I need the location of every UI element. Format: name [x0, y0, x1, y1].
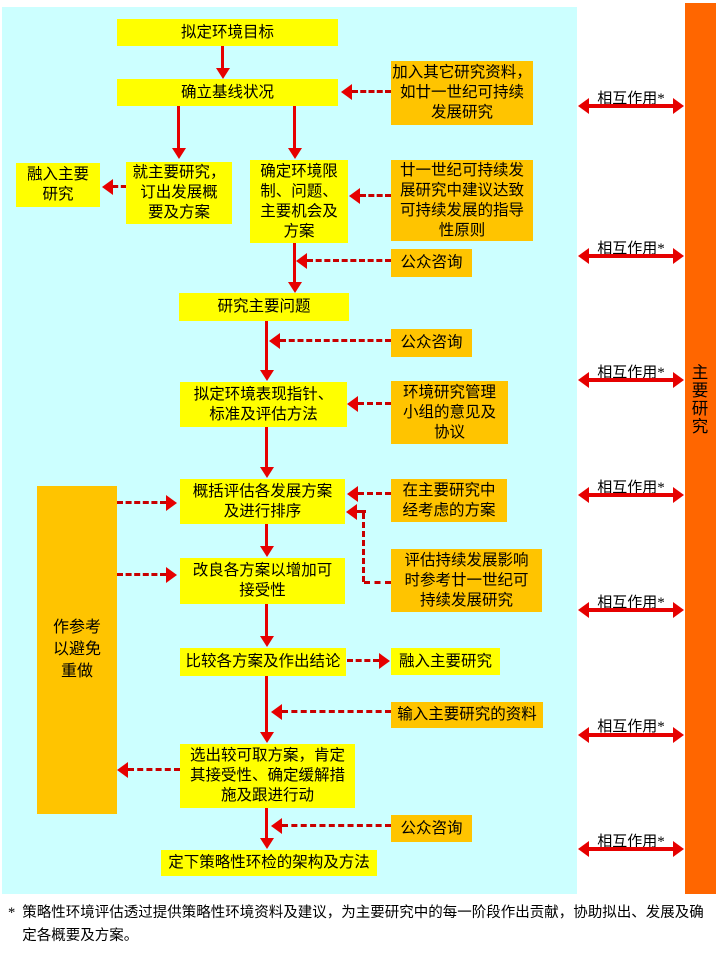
dashed-arrow-consultation3-to-flow-icon [271, 818, 391, 834]
node-select-preferred-option-label: 选出较可取方案，肯定 其接受性、确定缓解措 施及跟进行动 [189, 747, 345, 804]
node-public-consultation-3: 公众咨询 [391, 815, 472, 842]
node-merge-main-study-left: 融入主要 研究 [16, 163, 100, 207]
node-public-consultation-1-label: 公众咨询 [400, 254, 463, 271]
main-study-bar-label: 主要研究 [691, 363, 709, 436]
node-management-group-views: 环境研究管理 小组的意见及 协议 [391, 381, 508, 444]
node-merge-main-study-right: 融入主要研究 [391, 648, 500, 675]
node-add-other-study-data: 加入其它研究资料， 如廿一世纪可持续 发展研究 [391, 61, 533, 125]
interaction-arrow-2-icon [578, 248, 684, 264]
node-study-key-issues-label: 研究主要问题 [217, 298, 311, 315]
node-century21-principles: 廿一世纪可持续发 展研究中建议达致 可持续发展的指导 性原则 [391, 160, 533, 241]
interaction-label-7: 相互作用* [597, 834, 665, 850]
node-select-preferred-option: 选出较可取方案，肯定 其接受性、确定缓解措 施及跟进行动 [180, 744, 355, 808]
dashed-arrow-reference-to-evaluate-icon [117, 495, 177, 511]
node-study-key-issues: 研究主要问题 [179, 293, 349, 321]
node-century21-principles-label: 廿一世纪可持续发 展研究中建议达致 可持续发展的指导 性原则 [399, 161, 524, 239]
node-set-performance-indicators: 拟定环境表现指针、 标准及评估方法 [180, 382, 347, 427]
arrow-constraints-to-issues-icon [288, 243, 302, 293]
main-study-bar [685, 3, 716, 894]
node-improve-options: 改良各方案以增加可 接受性 [180, 558, 345, 604]
node-options-considered: 在主要研究中 经考虑的方案 [391, 479, 507, 522]
dashed-arrow-reference-to-improve-icon [117, 567, 177, 583]
interaction-label-5: 相互作用* [597, 595, 665, 611]
dashed-arrow-main-study-input-to-flow-icon [271, 704, 391, 720]
arrow-select-to-finalize-icon [260, 808, 274, 849]
node-set-performance-indicators-label: 拟定环境表现指针、 标准及评估方法 [193, 385, 334, 423]
dashed-arrow-sustainability-to-evaluate-head-icon [346, 504, 366, 520]
dashed-arrow-brief-to-merge-left-icon [102, 179, 126, 195]
node-set-env-goals: 拟定环境目标 [117, 19, 338, 46]
node-identify-constraints-label: 确定环境限 制、问题、 主要机会及 方案 [260, 162, 338, 240]
node-management-group-views-label: 环境研究管理 小组的意见及 协议 [402, 383, 496, 441]
node-compare-options-conclude: 比较各方案及作出结论 [180, 648, 346, 676]
node-draft-development-brief: 就主要研究， 订出发展概 要及方案 [126, 162, 232, 224]
node-main-study-input-label: 输入主要研究的资料 [397, 706, 537, 723]
dashed-arrow-other-data-to-baseline-icon [341, 84, 391, 100]
node-add-other-study-data-label: 加入其它研究资料， 如廿一世纪可持续 发展研究 [392, 64, 532, 121]
node-public-consultation-3-label: 公众咨询 [400, 819, 463, 837]
arrow-baseline-to-constraints-icon [288, 106, 302, 159]
node-reference-avoid-duplication: 作参考 以避免 重做 [37, 486, 117, 814]
interaction-label-4: 相互作用* [597, 480, 665, 496]
dashed-arrow-principles-to-constraints-icon [349, 188, 391, 204]
node-public-consultation-2-label: 公众咨询 [400, 334, 463, 351]
node-evaluate-rank-options-label: 概括评估各发展方案 及进行排序 [192, 482, 333, 520]
dashed-arrow-consultation1-to-flow-icon [296, 253, 391, 269]
node-main-study-input: 输入主要研究的资料 [391, 702, 543, 728]
dashed-arrow-sustainability-vertical-segment-icon [362, 513, 365, 582]
node-merge-main-study-right-label: 融入主要研究 [398, 652, 492, 670]
interaction-arrow-6-icon [578, 727, 684, 743]
node-reference-avoid-duplication-label: 作参考 以避免 重做 [52, 619, 101, 680]
node-merge-main-study-left-label: 融入主要 研究 [26, 166, 89, 203]
node-set-env-goals-label: 拟定环境目标 [180, 23, 274, 41]
interaction-arrow-1-icon [578, 98, 684, 114]
node-options-considered-label: 在主要研究中 经考虑的方案 [402, 481, 496, 519]
interaction-label-3: 相互作用* [597, 365, 665, 381]
interaction-arrow-4-icon [578, 487, 684, 503]
arrow-improve-to-compare-icon [260, 604, 274, 647]
dashed-arrow-consultation2-to-flow-icon [269, 333, 391, 349]
dashed-arrow-sustainability-horizontal-segment-icon [364, 581, 391, 584]
arrow-compare-to-select-icon [260, 676, 274, 743]
interaction-arrow-7-icon [578, 841, 684, 857]
dashed-arrow-select-to-reference-icon [117, 762, 180, 778]
interaction-label-1: 相互作用* [597, 91, 665, 107]
node-establish-baseline: 确立基线状况 [117, 79, 338, 106]
arrow-indicators-to-evaluate-icon [260, 427, 274, 478]
dashed-arrow-compare-to-merge-right-icon [347, 653, 390, 669]
node-public-consultation-2: 公众咨询 [391, 329, 472, 357]
node-draft-development-brief-label: 就主要研究， 订出发展概 要及方案 [132, 164, 226, 221]
node-evaluate-rank-options: 概括评估各发展方案 及进行排序 [180, 479, 345, 524]
node-compare-options-conclude-label: 比较各方案及作出结论 [185, 653, 341, 670]
node-improve-options-label: 改良各方案以增加可 接受性 [192, 562, 333, 599]
arrow-evaluate-to-improve-icon [260, 524, 274, 557]
interaction-arrow-5-icon [578, 602, 684, 618]
dashed-arrow-options-considered-to-evaluate-icon [347, 486, 391, 502]
node-public-consultation-1: 公众咨询 [391, 249, 472, 277]
footnote: * 策略性环境评估透过提供策略性环境资料及建议，为主要研究中的每一阶段作出贡献，… [8, 902, 714, 948]
node-sustainability-reference-label: 评估持续发展影响 时参考廿一世纪可 持续发展研究 [404, 551, 529, 609]
arrow-baseline-to-brief-icon [172, 106, 186, 159]
interaction-label-2: 相互作用* [597, 241, 665, 257]
dashed-arrow-management-views-to-indicators-icon [347, 396, 391, 412]
node-finalize-sea-framework-label: 定下策略性环检的架构及方法 [168, 854, 370, 871]
node-establish-baseline-label: 确立基线状况 [180, 83, 274, 101]
arrow-goals-to-baseline-icon [216, 46, 230, 79]
arrow-issues-to-indicators-icon [260, 321, 274, 381]
node-sustainability-reference: 评估持续发展影响 时参考廿一世纪可 持续发展研究 [391, 549, 542, 612]
interaction-label-6: 相互作用* [597, 719, 665, 735]
node-identify-constraints: 确定环境限 制、问题、 主要机会及 方案 [250, 160, 348, 243]
interaction-arrow-3-icon [578, 372, 684, 388]
footnote-text: 策略性环境评估透过提供策略性环境资料及建议，为主要研究中的每一阶段作出贡献，协助… [22, 905, 704, 944]
node-finalize-sea-framework: 定下策略性环检的架构及方法 [161, 850, 377, 876]
footnote-marker: * [8, 905, 16, 921]
